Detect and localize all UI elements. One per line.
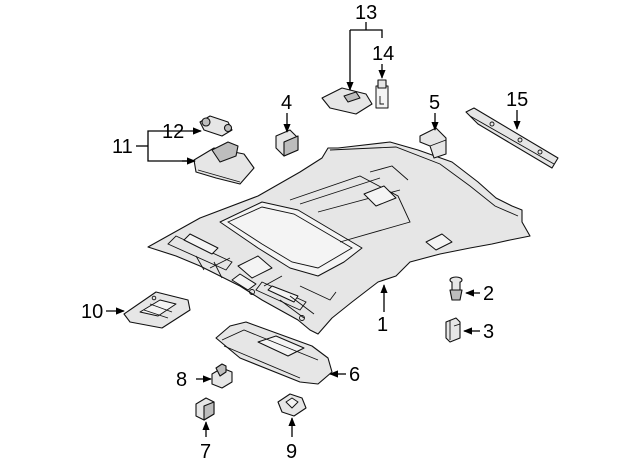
clip-part[interactable] xyxy=(449,276,463,301)
lamp-socket-part[interactable] xyxy=(199,115,233,137)
sun-visor-part[interactable] xyxy=(215,321,333,385)
callout-3: 3 xyxy=(483,321,494,343)
visor-mount-part[interactable] xyxy=(211,363,233,389)
headliner-part[interactable] xyxy=(147,141,531,335)
roof-rail-strip-part[interactable] xyxy=(465,107,559,169)
visor-clip-part[interactable] xyxy=(195,397,215,421)
bracket-part[interactable] xyxy=(445,317,461,343)
callout-7: 7 xyxy=(200,441,211,463)
callout-13: 13 xyxy=(355,2,377,24)
callout-8: 8 xyxy=(176,369,187,391)
callout-10: 10 xyxy=(81,301,103,323)
map-lamp-part[interactable] xyxy=(321,87,373,115)
callout-9: 9 xyxy=(286,441,297,463)
callout-6: 6 xyxy=(349,364,360,386)
callout-15: 15 xyxy=(506,89,528,111)
dome-lamp-part[interactable] xyxy=(193,141,255,185)
bracket-13 xyxy=(350,29,383,38)
callout-1: 1 xyxy=(377,314,388,336)
console-panel-part[interactable] xyxy=(123,291,191,329)
callout-5: 5 xyxy=(429,92,440,114)
callout-2: 2 xyxy=(483,283,494,305)
callout-12: 12 xyxy=(162,121,184,143)
bulb-part[interactable] xyxy=(375,79,389,109)
callout-11: 11 xyxy=(112,136,133,158)
visor-holder-part[interactable] xyxy=(277,393,307,417)
callout-4: 4 xyxy=(281,92,292,114)
coat-hook-part[interactable] xyxy=(275,129,299,157)
callout-14: 14 xyxy=(372,43,394,65)
